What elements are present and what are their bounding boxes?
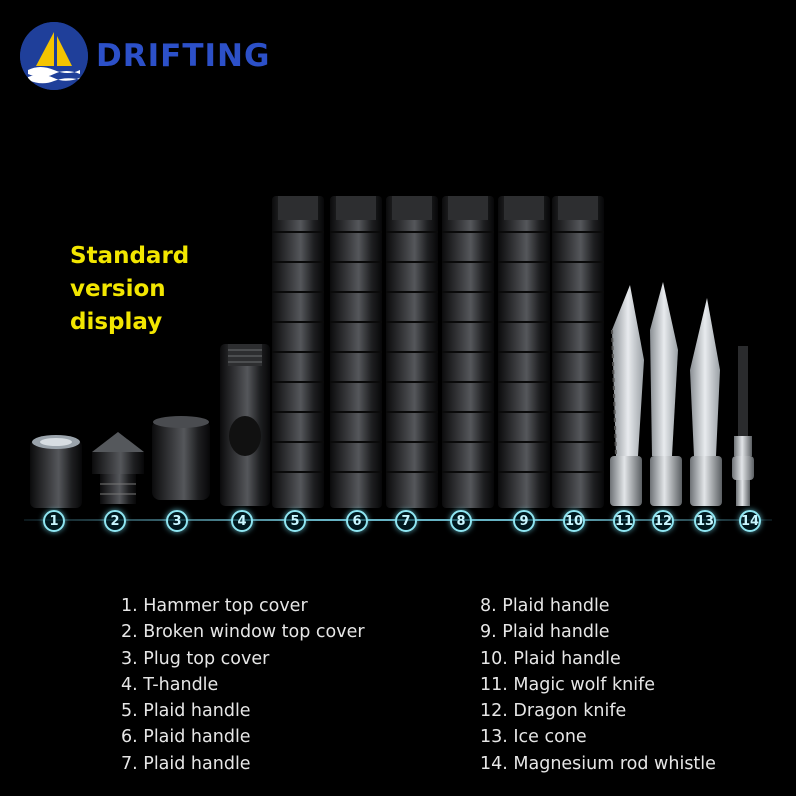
legend-item: 3. Plug top cover xyxy=(121,648,270,669)
part-1-hammer-top-cover xyxy=(30,435,82,508)
product-parts-illustration xyxy=(30,196,754,508)
legend-item: 10. Plaid handle xyxy=(480,648,621,669)
part-8-plaid-handle xyxy=(442,196,494,508)
marker-4: 4 xyxy=(231,510,253,532)
legend-item: 14. Magnesium rod whistle xyxy=(480,753,716,774)
marker-11: 11 xyxy=(613,510,635,532)
legend-item: 11. Magic wolf knife xyxy=(480,674,655,695)
part-11-magic-wolf-knife xyxy=(610,285,644,506)
marker-1: 1 xyxy=(43,510,65,532)
marker-7: 7 xyxy=(395,510,417,532)
brand-logo: DRIFTING xyxy=(20,22,270,90)
marker-2: 2 xyxy=(104,510,126,532)
legend-item: 2. Broken window top cover xyxy=(121,622,365,643)
sailboat-logo-icon xyxy=(20,22,88,90)
marker-10: 10 xyxy=(563,510,585,532)
marker-3: 3 xyxy=(166,510,188,532)
part-6-plaid-handle xyxy=(330,196,382,508)
legend-item: 12. Dragon knife xyxy=(480,701,627,722)
part-14-magnesium-whistle xyxy=(732,346,754,506)
legend-item: 6. Plaid handle xyxy=(121,727,251,748)
marker-14: 14 xyxy=(739,510,761,532)
parts-legend-right: 8. Plaid handle 9. Plaid handle 10. Plai… xyxy=(480,593,716,777)
legend-item: 9. Plaid handle xyxy=(480,622,610,643)
part-12-dragon-knife xyxy=(650,282,682,506)
part-3-plug-top-cover xyxy=(152,416,210,500)
parts-legend-left: 1. Hammer top cover 2. Broken window top… xyxy=(121,593,365,777)
legend-item: 1. Hammer top cover xyxy=(121,596,308,616)
headline-line-1: Standard xyxy=(70,243,190,269)
legend-item: 7. Plaid handle xyxy=(121,753,251,774)
marker-9: 9 xyxy=(513,510,535,532)
part-4-t-handle xyxy=(220,344,270,506)
legend-item: 8. Plaid handle xyxy=(480,596,610,616)
part-10-plaid-handle xyxy=(552,196,604,508)
legend-item: 4. T-handle xyxy=(121,674,219,695)
headline-line-2: version xyxy=(70,276,166,302)
version-headline: Standard version display xyxy=(70,240,189,339)
marker-6: 6 xyxy=(346,510,368,532)
part-9-plaid-handle xyxy=(498,196,550,508)
marker-12: 12 xyxy=(652,510,674,532)
part-13-ice-cone xyxy=(690,298,722,506)
marker-13: 13 xyxy=(694,510,716,532)
part-7-plaid-handle xyxy=(386,196,438,508)
marker-8: 8 xyxy=(450,510,472,532)
part-5-plaid-handle xyxy=(272,196,324,508)
marker-5: 5 xyxy=(284,510,306,532)
legend-item: 13. Ice cone xyxy=(480,727,587,748)
brand-name: DRIFTING xyxy=(96,38,271,74)
headline-line-3: display xyxy=(70,309,163,335)
part-2-broken-window-cover xyxy=(92,432,144,504)
legend-item: 5. Plaid handle xyxy=(121,701,251,722)
